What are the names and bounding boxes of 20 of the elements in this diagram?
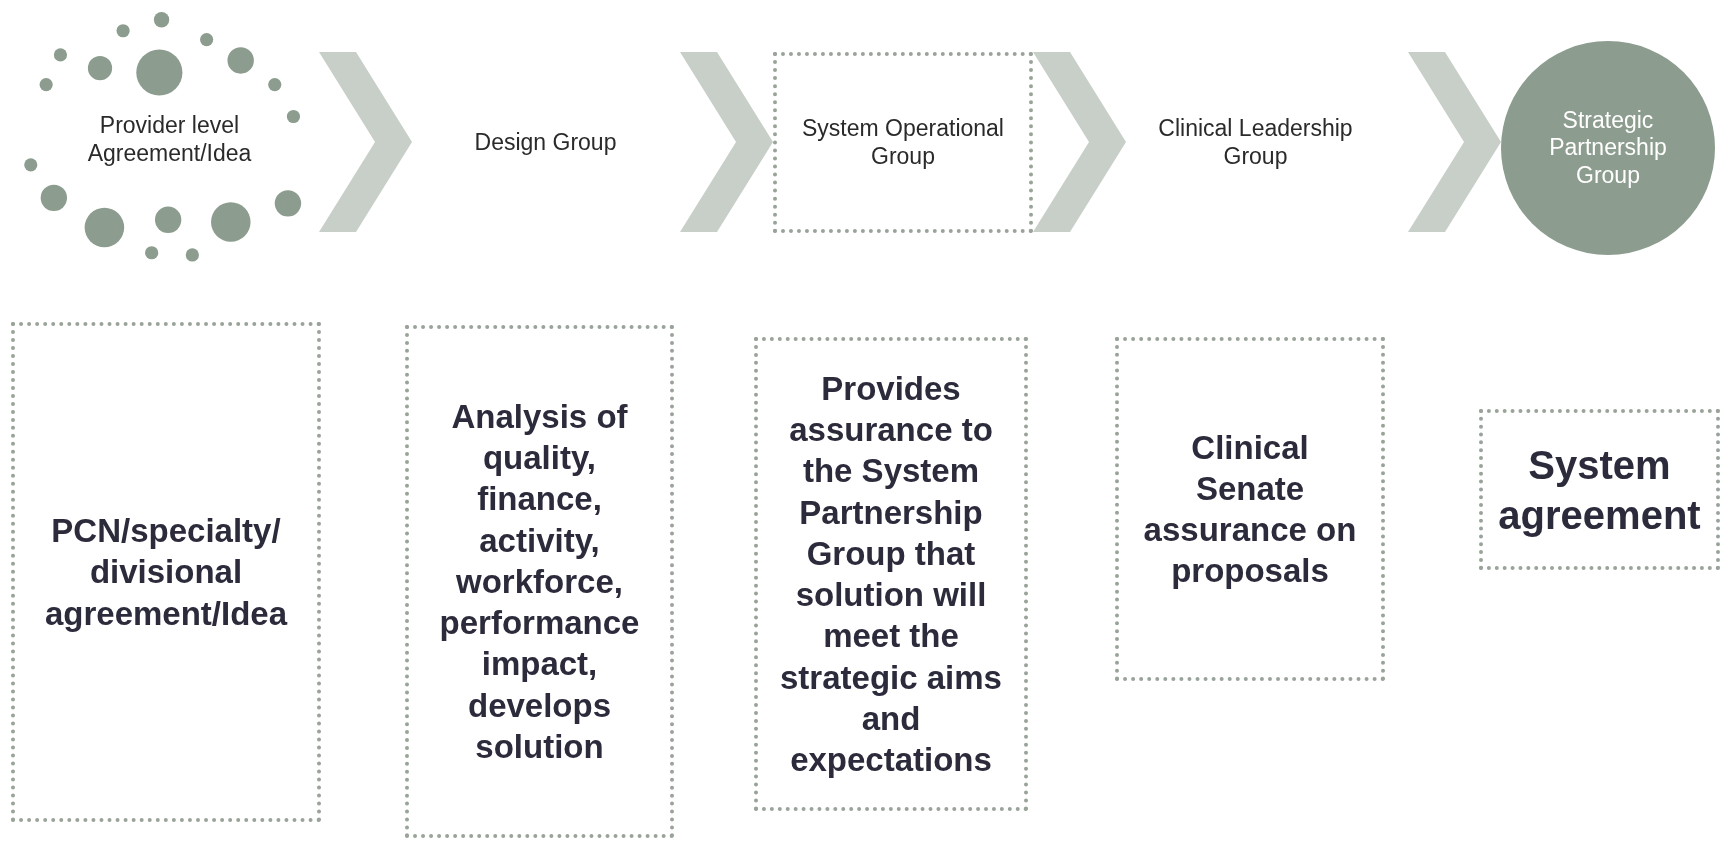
chevron-arrow bbox=[680, 52, 773, 232]
stage-label: Clinical Leadership Group bbox=[1157, 114, 1354, 171]
description-text: Analysis of quality, finance, activity, workforce, performance impact, develops solution bbox=[438, 396, 641, 767]
stage-label: Provider level Agreement/Idea bbox=[86, 112, 253, 168]
description-text: Provides assurance to the System Partnership Group that solution will meet the strategic aims and expectations bbox=[780, 368, 1002, 780]
chevron-arrow bbox=[319, 52, 412, 232]
description-box bbox=[1115, 337, 1385, 681]
stage-label: System Operational Group bbox=[801, 114, 1005, 171]
description-box bbox=[11, 322, 321, 822]
description-box bbox=[1479, 409, 1720, 570]
chevron-arrow bbox=[1408, 52, 1501, 232]
description-text: System agreement bbox=[1497, 441, 1702, 539]
chevron-arrow bbox=[1033, 52, 1126, 232]
description-text: PCN/specialty/ divisional agreement/Idea bbox=[43, 511, 289, 634]
stage-label: Design Group bbox=[474, 128, 617, 157]
process-box bbox=[773, 52, 1033, 233]
description-box bbox=[754, 337, 1028, 811]
description-text: Clinical Senate assurance on proposals bbox=[1142, 427, 1358, 592]
stage-label: Strategic Partnership Group bbox=[1548, 106, 1668, 190]
description-box bbox=[405, 325, 674, 838]
